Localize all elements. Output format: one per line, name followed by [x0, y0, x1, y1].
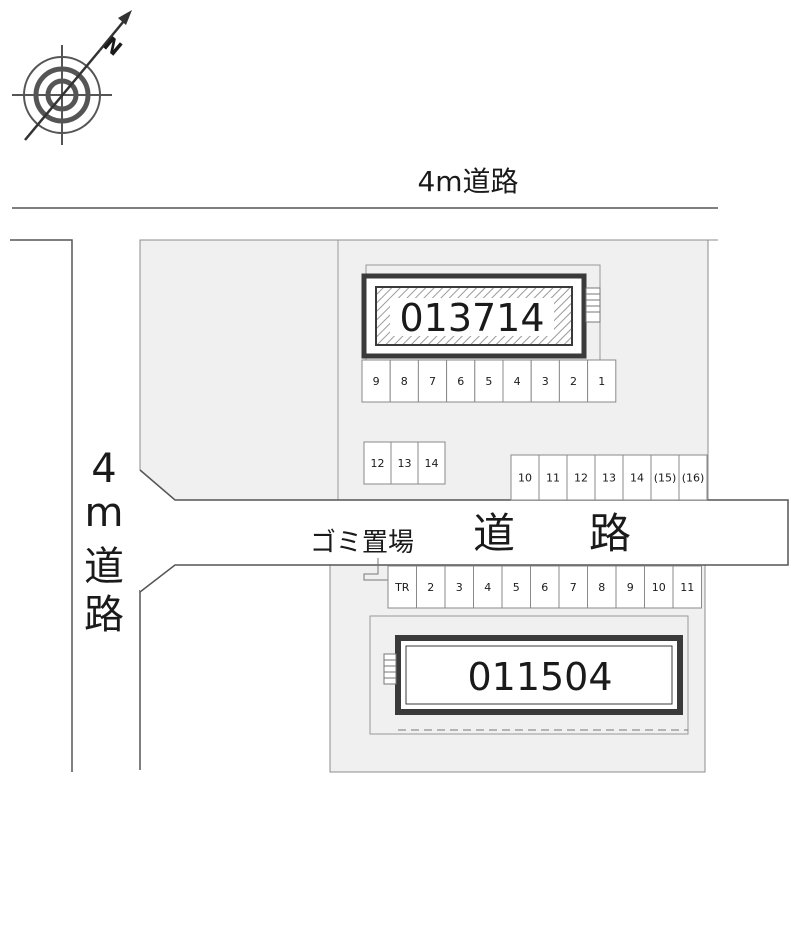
parking-space-number: TR — [394, 581, 410, 594]
parking-space-number: 10 — [518, 472, 532, 485]
parking-space — [510, 454, 540, 501]
parking-space-number: 4 — [484, 581, 491, 594]
parking-space-number: 3 — [456, 581, 463, 594]
parking-space — [650, 454, 680, 501]
parking-space-number: 7 — [429, 375, 436, 388]
south-building-code: 011504 — [467, 655, 612, 699]
parking-space-number: 11 — [680, 581, 694, 594]
parking-space — [558, 359, 589, 403]
parking-space-number: 13 — [602, 472, 616, 485]
middle-road-label-2: 路 — [589, 509, 631, 558]
parking-space — [678, 454, 708, 501]
parking-space — [361, 359, 391, 403]
parking-space-number: 13 — [398, 457, 412, 470]
north-parking-row: 9 8 7 6 5 4 3 2 1 — [361, 359, 617, 403]
middle-road-edge — [139, 469, 789, 593]
garbage-area-label: ゴミ置場 — [310, 528, 414, 558]
parking-space — [538, 454, 568, 501]
parking-space-number: 8 — [401, 375, 408, 388]
parking-space-number: 8 — [598, 581, 605, 594]
parking-space — [389, 359, 419, 403]
south-parking-row: TR 2 3 4 5 6 7 8 9 10 11 — [387, 565, 702, 609]
parking-space — [587, 565, 617, 609]
parking-space-number: 9 — [373, 375, 380, 388]
parking-space-number: (16) — [682, 472, 705, 485]
south-building-inner — [405, 645, 673, 705]
parking-space — [417, 359, 448, 403]
left-road-label-1: 4 — [91, 446, 116, 492]
top-road-label: 4m道路 — [417, 165, 518, 198]
garbage-area-marker — [363, 558, 388, 581]
parking-space-number: 2 — [570, 375, 577, 388]
south-building-outline — [369, 615, 689, 735]
parking-space — [473, 565, 503, 609]
parking-space — [530, 359, 560, 403]
parking-space-number: 14 — [425, 457, 439, 470]
middle-road-label-1: 道 — [473, 509, 515, 558]
parking-space-number: 1 — [598, 375, 605, 388]
parking-space-number: 11 — [546, 472, 560, 485]
parking-space-number: 6 — [457, 375, 464, 388]
parking-space-number: 3 — [542, 375, 549, 388]
parking-space-number: 2 — [427, 581, 434, 594]
parking-space — [502, 359, 532, 403]
parking-space-number: 9 — [627, 581, 634, 594]
parking-space-number: 5 — [513, 581, 520, 594]
parking-space — [416, 565, 446, 609]
parking-space — [530, 565, 560, 609]
parking-space-number: (15) — [654, 472, 677, 485]
south-stairs-icon — [383, 653, 397, 685]
parking-space — [417, 441, 446, 485]
parking-space-number: 14 — [630, 472, 644, 485]
parking-space — [387, 565, 417, 609]
north-building-label-bg — [390, 298, 554, 336]
parking-space — [672, 565, 702, 609]
parking-space — [444, 565, 474, 609]
parking-space — [446, 359, 476, 403]
parking-space-number: 12 — [371, 457, 385, 470]
left-road-label-3: 道 — [84, 544, 124, 590]
north-small-parking: 12 13 14 — [363, 441, 446, 485]
parking-space-number: 7 — [570, 581, 577, 594]
left-road-label-4: 路 — [84, 592, 124, 638]
north-stairs-icon — [585, 287, 601, 323]
parking-space-number: 12 — [574, 472, 588, 485]
north-label: N — [99, 32, 127, 61]
left-road-label-2: m — [85, 490, 124, 536]
parking-space — [644, 565, 674, 609]
compass-rose-icon: N — [12, 10, 132, 145]
parking-space-number: 10 — [652, 581, 666, 594]
middle-right-parking: 10 11 12 13 14 (15) (16) — [510, 454, 708, 501]
parking-space — [566, 454, 596, 501]
parking-space — [594, 454, 624, 501]
left-road-edge-outer — [10, 239, 73, 772]
parking-space-number: 5 — [485, 375, 492, 388]
parking-space — [587, 359, 617, 403]
parking-space-number: 6 — [541, 581, 548, 594]
north-building-code: 013714 — [399, 296, 544, 340]
parking-space-number: 4 — [514, 375, 521, 388]
parking-space — [615, 565, 645, 609]
